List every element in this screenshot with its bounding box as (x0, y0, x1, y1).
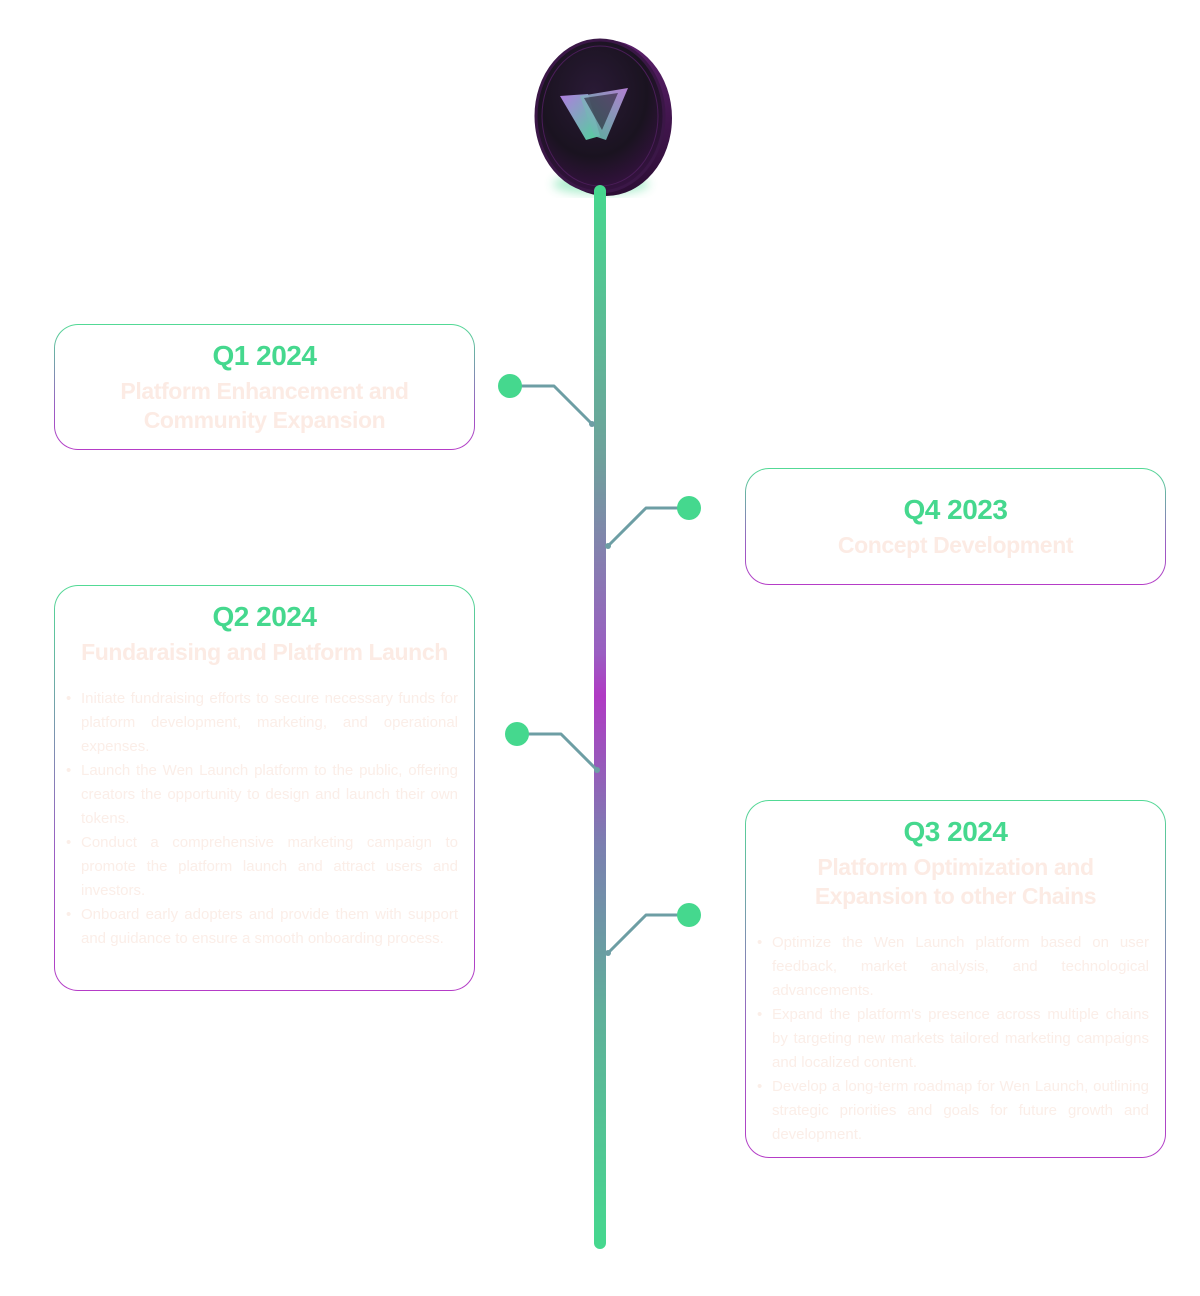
milestone-item: Develop a long-term roadmap for Wen Laun… (757, 1075, 1149, 1147)
milestone-item: Optimize the Wen Launch platform based o… (757, 931, 1149, 1003)
milestone-item-list: Initiate fundraising efforts to secure n… (55, 687, 474, 951)
milestone-dot-q3-2024 (677, 903, 701, 927)
milestone-card-q3-2024: Q3 2024 Platform Optimization and Expans… (745, 800, 1166, 1158)
milestone-item: Conduct a comprehensive marketing campai… (66, 831, 458, 903)
milestone-title: Concept Development (837, 532, 1074, 558)
milestone-item-list: Optimize the Wen Launch platform based o… (746, 931, 1165, 1147)
milestone-quarter: Q4 2023 (903, 494, 1008, 525)
timeline-stem (594, 185, 606, 1249)
milestone-quarter: Q2 2024 (212, 601, 317, 632)
milestone-quarter: Q1 2024 (212, 340, 317, 371)
milestone-card-q4-2023: Q4 2023 Concept Development (745, 468, 1166, 585)
milestone-title: Fundaraising and Platform Launch (81, 639, 448, 665)
milestone-title: Platform Enhancement and Community Expan… (120, 378, 409, 433)
connector-q4 (606, 506, 689, 548)
milestone-quarter: Q3 2024 (903, 816, 1008, 847)
milestone-dot-q2-2024 (505, 722, 529, 746)
wen-launch-coin-logo-icon (534, 38, 672, 196)
milestone-title: Platform Optimization and Expansion to o… (814, 854, 1097, 909)
milestone-item: Onboard early adopters and provide them … (66, 903, 458, 951)
milestone-item: Initiate fundraising efforts to secure n… (66, 687, 458, 759)
milestone-card-q1-2024: Q1 2024 Platform Enhancement and Communi… (54, 324, 475, 450)
milestone-item: Launch the Wen Launch platform to the pu… (66, 759, 458, 831)
milestone-card-q2-2024: Q2 2024 Fundaraising and Platform Launch… (54, 585, 475, 991)
connector-q1 (510, 384, 594, 426)
connector-q3 (606, 913, 689, 955)
milestone-dot-q4-2023 (677, 496, 701, 520)
milestone-dot-q1-2024 (498, 374, 522, 398)
connector-q2 (517, 732, 599, 772)
milestone-item: Expand the platform's presence across mu… (757, 1003, 1149, 1075)
